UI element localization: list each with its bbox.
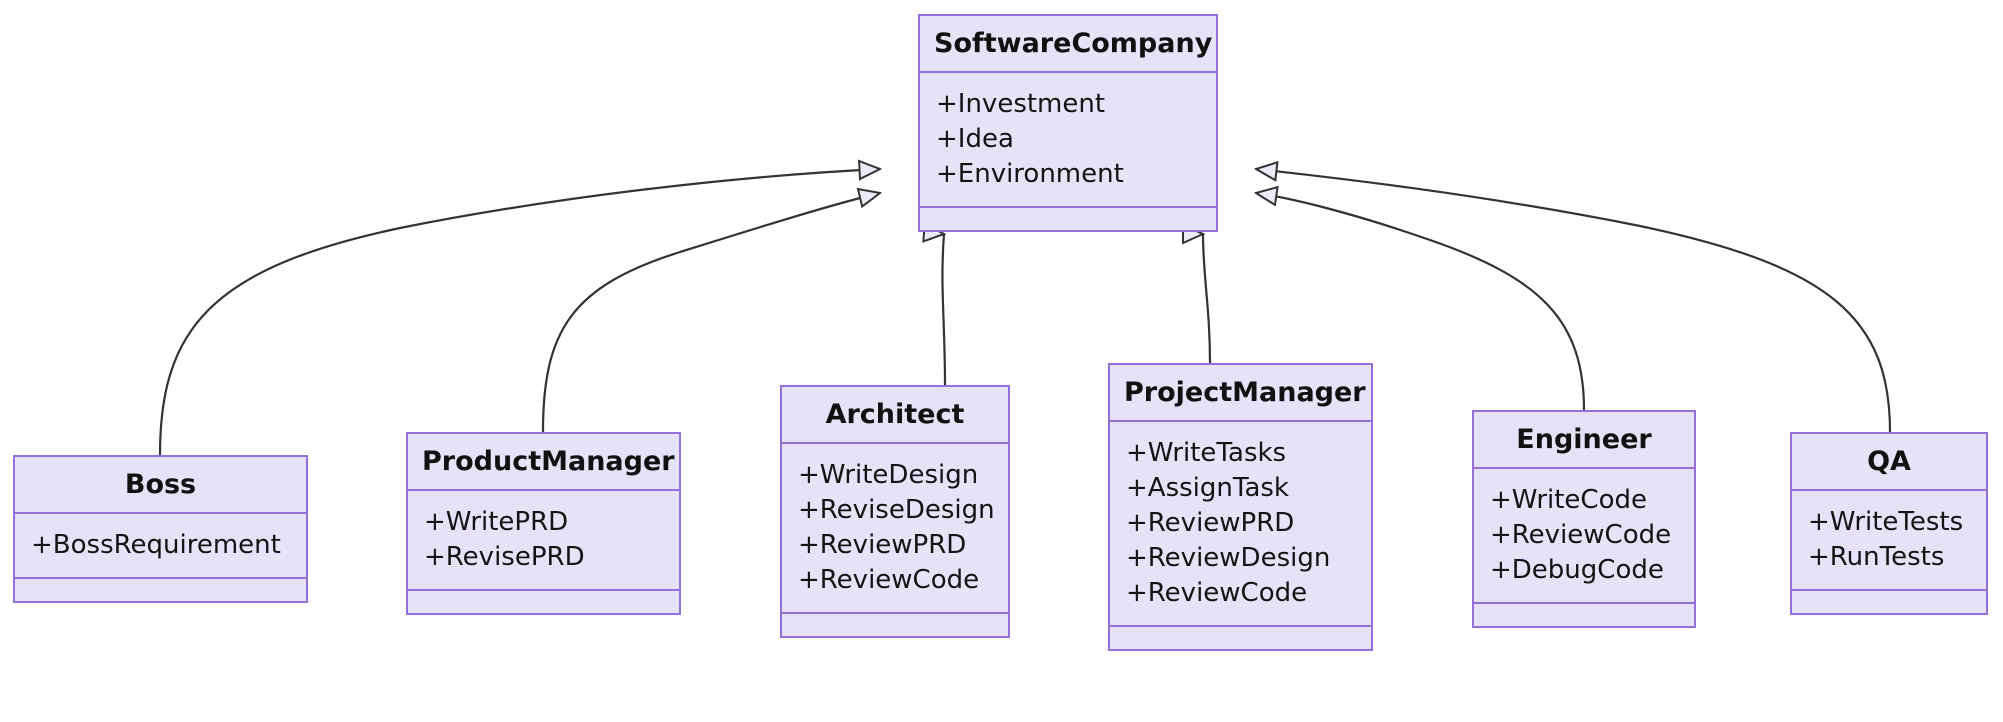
class-attribute: +WritePRD [424, 507, 569, 537]
class-title-softwarecompany: SoftwareCompany [920, 16, 1216, 73]
class-attribute: +ReviewDesign [1126, 543, 1331, 574]
class-attribute: +AssignTask [1126, 473, 1289, 504]
edge-boss-to-softwarecompany [158, 169, 880, 456]
class-attributes-qa: +WriteTests +RunTests [1792, 491, 1986, 592]
class-attribute: +DebugCode [1490, 555, 1664, 586]
class-attribute: +ReviewPRD [798, 530, 967, 561]
class-title-projectmanager: ProjectManager [1110, 365, 1371, 422]
class-title-boss: Boss [15, 457, 306, 514]
class-title-engineer: Engineer [1474, 412, 1694, 469]
class-attributes-boss: +BossRequirement [15, 514, 306, 580]
class-title-productmanager: ProductManager [408, 434, 679, 491]
class-attribute: +ReviewCode [798, 565, 980, 596]
class-methods-productmanager [408, 591, 679, 613]
class-node-engineer[interactable]: Engineer +WriteCode +ReviewCode +DebugCo… [1472, 410, 1696, 629]
class-methods-qa [1792, 591, 1986, 613]
class-attribute: +Idea [936, 124, 1014, 155]
class-attributes-productmanager: +WritePRD +RevisePRD [408, 491, 679, 592]
class-attribute: +WriteTasks [1126, 438, 1287, 468]
class-attribute: +BossRequirement [31, 530, 281, 560]
class-node-boss[interactable]: Boss +BossRequirement [13, 455, 308, 604]
class-attribute: +ReviewPRD [1126, 508, 1295, 539]
class-methods-softwarecompany [920, 208, 1216, 230]
class-title-qa: QA [1792, 434, 1986, 491]
class-node-architect[interactable]: Architect +WriteDesign +ReviseDesign +Re… [780, 385, 1010, 639]
class-attribute: +Investment [936, 89, 1106, 119]
class-attribute: +RunTests [1808, 542, 1945, 573]
class-methods-boss [15, 579, 306, 601]
class-node-projectmanager[interactable]: ProjectManager +WriteTasks +AssignTask +… [1108, 363, 1373, 652]
class-attribute: +ReviseDesign [798, 495, 995, 526]
class-node-softwarecompany[interactable]: SoftwareCompany +Investment +Idea +Envir… [918, 14, 1218, 233]
class-attribute: +RevisePRD [424, 542, 585, 573]
class-node-productmanager[interactable]: ProductManager +WritePRD +RevisePRD [406, 432, 681, 616]
class-methods-architect [782, 614, 1008, 636]
class-attribute: +Environment [936, 159, 1124, 190]
class-attribute: +WriteDesign [798, 460, 979, 490]
edge-architect-to-softwarecompany [942, 234, 945, 386]
class-attributes-projectmanager: +WriteTasks +AssignTask +ReviewPRD +Revi… [1110, 422, 1371, 628]
edge-projectmanager-to-softwarecompany [1203, 234, 1212, 364]
class-methods-engineer [1474, 604, 1694, 626]
class-attribute: +WriteTests [1808, 507, 1964, 537]
class-attributes-softwarecompany: +Investment +Idea +Environment [920, 73, 1216, 209]
class-attribute: +WriteCode [1490, 485, 1647, 515]
class-title-architect: Architect [782, 387, 1008, 444]
class-attributes-engineer: +WriteCode +ReviewCode +DebugCode [1474, 469, 1694, 605]
class-methods-projectmanager [1110, 627, 1371, 649]
class-attribute: +ReviewCode [1126, 578, 1308, 609]
class-node-qa[interactable]: QA +WriteTests +RunTests [1790, 432, 1988, 616]
class-attribute: +ReviewCode [1490, 520, 1672, 551]
class-attributes-architect: +WriteDesign +ReviseDesign +ReviewPRD +R… [782, 444, 1008, 615]
